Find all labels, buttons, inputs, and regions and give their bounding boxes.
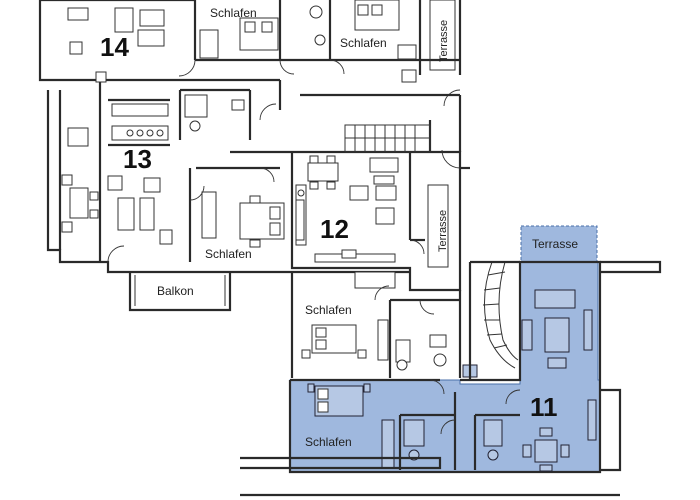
- unit-14-label: 14: [100, 32, 129, 62]
- unit-13-label: 13: [123, 144, 152, 174]
- room-label-terrasse-12: Terrasse: [437, 210, 449, 252]
- terrasse-top-frame: [429, 0, 456, 71]
- room-label-balkon-13: Balkon: [157, 284, 194, 298]
- balkon-13-frame: [128, 272, 232, 312]
- room-label-schlafen-top-right: Schlafen: [340, 36, 387, 50]
- bedroom-12-lower: [290, 270, 462, 378]
- apartment-11-highlight: [288, 225, 602, 474]
- room-label-terrasse-11: Terrasse: [532, 237, 578, 251]
- sofa-11: [534, 289, 576, 309]
- terrasse-11-area: [520, 225, 598, 263]
- room-label-schlafen-12-lower: Schlafen: [305, 303, 352, 317]
- table-13: [69, 187, 89, 219]
- labels: 14 13 12 11 Schlafen Schlafen Terrasse S…: [100, 6, 578, 449]
- room-label-terrasse-top: Terrasse: [438, 20, 450, 62]
- neighbor-walls: [240, 260, 662, 497]
- unit-12-label: 12: [320, 214, 349, 244]
- dining-table-11: [534, 439, 558, 463]
- unit-11-label: 11: [530, 392, 558, 422]
- room-label-schlafen-top-left: Schlafen: [210, 6, 257, 20]
- apartment-14: [38, 0, 462, 147]
- table-12: [307, 162, 339, 182]
- apartment-13: [46, 88, 305, 312]
- staircase-lower: [468, 260, 520, 380]
- room-label-schlafen-11: Schlafen: [305, 435, 352, 449]
- terrasse-12-frame: [427, 184, 449, 268]
- corridor: [259, 80, 462, 153]
- room-label-schlafen-13: Schlafen: [205, 247, 252, 261]
